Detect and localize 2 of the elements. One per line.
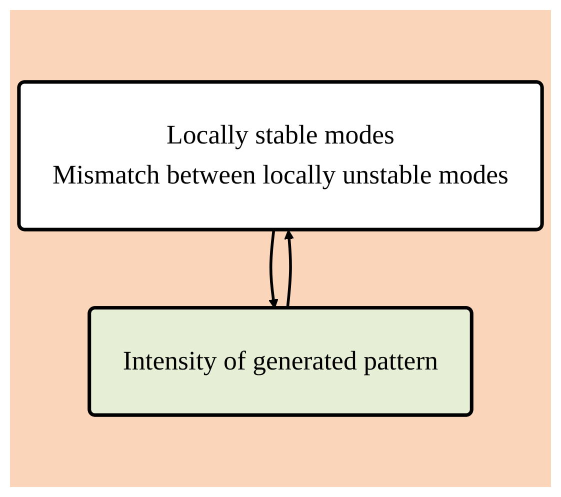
flowchart: Locally stable modes Mismatch between locally unstable modes Intensity of generated pattern [10,72,551,424]
arrow [284,230,294,308]
